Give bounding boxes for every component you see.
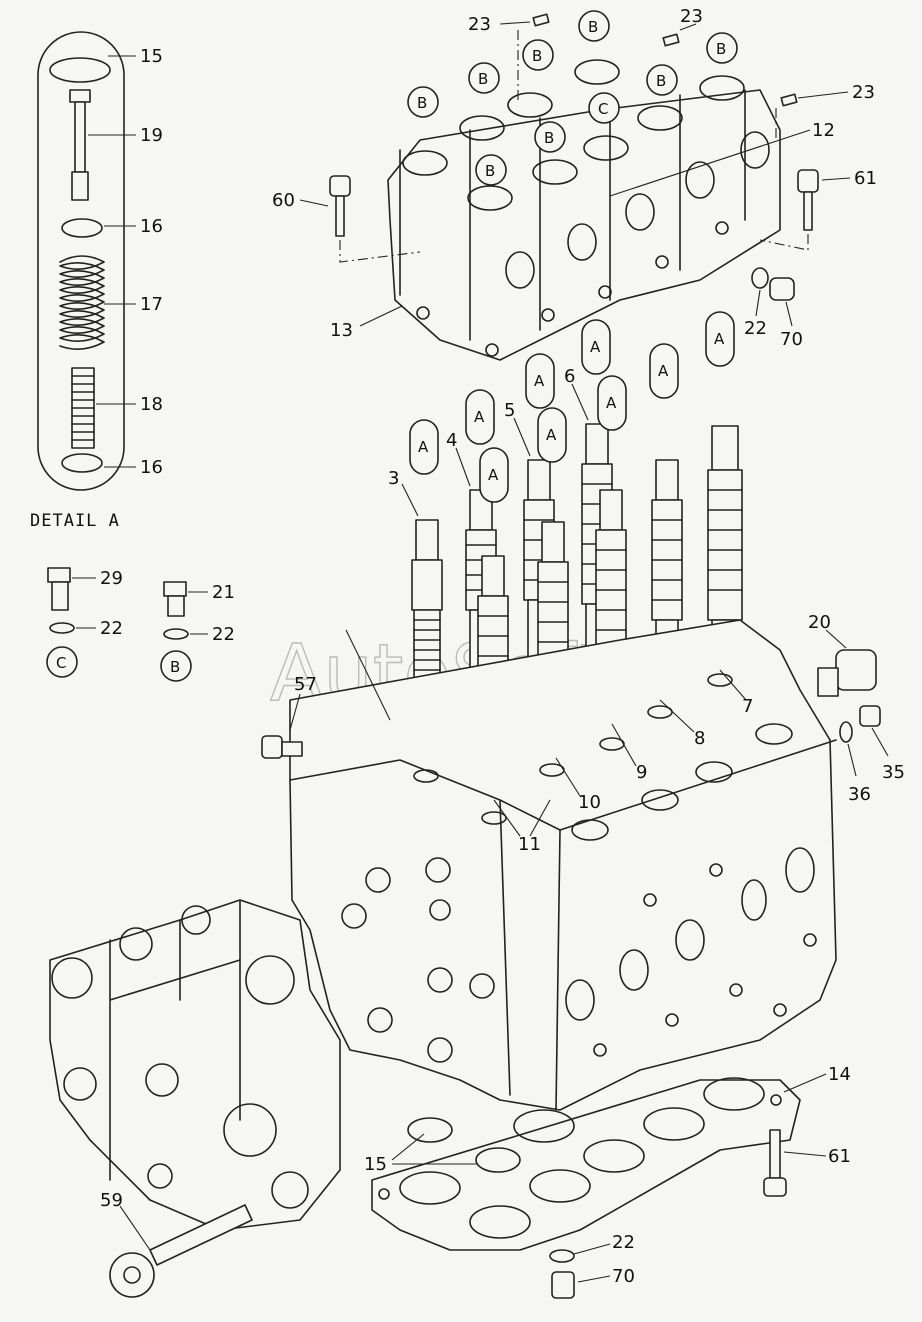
top-callouts: B B B B B B C B B	[407, 10, 738, 186]
callout-b-3: B	[532, 47, 542, 65]
label-5: 5	[504, 400, 515, 421]
detail-a-caption: DETAIL A	[30, 511, 120, 531]
label-20: 20	[808, 612, 831, 633]
plug-70-bottom: 22 70	[549, 1232, 635, 1299]
bolt-59: 59	[100, 1190, 253, 1298]
label-7: 7	[742, 696, 753, 717]
detail-a-group: 15 19 16 17 18 16 DETAIL A	[30, 31, 163, 531]
a-callouts: A A A A A A A A A	[409, 311, 735, 503]
label-17: 17	[140, 294, 163, 315]
callout-b-7: B	[656, 72, 666, 90]
callout-b-1: B	[417, 94, 427, 112]
label-70-right: 70	[780, 329, 803, 350]
side-block	[49, 899, 341, 1231]
label-57: 57	[294, 674, 317, 695]
spring-seat-16-bottom	[61, 453, 103, 473]
plug-70-right: 22 70	[744, 267, 803, 350]
label-59: 59	[100, 1190, 123, 1211]
callout-a-6: A	[590, 338, 601, 356]
relief-valve-20: 20 36 35	[808, 612, 905, 805]
label-8: 8	[694, 728, 705, 749]
label-18: 18	[140, 394, 163, 415]
label-23-c: 23	[852, 82, 875, 103]
label-11: 11	[518, 834, 541, 855]
callout-b-5: B	[544, 129, 554, 147]
label-29: 29	[100, 568, 123, 589]
screws-23: 23 23 23	[468, 6, 875, 140]
label-10: 10	[578, 792, 601, 813]
label-15-detail: 15	[140, 46, 163, 67]
label-35: 35	[882, 762, 905, 783]
detail-a-frame	[37, 31, 125, 491]
bolt-61-bottom: 61	[763, 1129, 851, 1197]
spring-17	[59, 255, 105, 350]
label-13: 13	[330, 320, 353, 341]
label-12: 12	[812, 120, 835, 141]
label-19: 19	[140, 125, 163, 146]
callout-a-9: A	[714, 330, 725, 348]
callout-a-8: A	[658, 362, 669, 380]
label-15-bottom: 15	[364, 1154, 387, 1175]
label-22-c: 22	[100, 618, 123, 639]
callout-a-7: A	[606, 394, 617, 412]
label-6: 6	[564, 366, 575, 387]
callout-a-5: A	[546, 426, 557, 444]
bolt-60: 60	[272, 175, 421, 263]
label-70-bottom: 70	[612, 1266, 635, 1287]
label-16-top: 16	[140, 216, 163, 237]
label-16-bottom: 16	[140, 457, 163, 478]
main-valve-body	[289, 619, 837, 1111]
label-4: 4	[446, 430, 457, 451]
label-23-b: 23	[680, 6, 703, 27]
callout-b-2: B	[478, 70, 488, 88]
o-ring-15	[49, 57, 111, 83]
callout-a-3: A	[488, 466, 499, 484]
fitting-57: 57	[261, 674, 317, 759]
label-3: 3	[388, 468, 399, 489]
bolt-61-top: 61	[759, 168, 877, 251]
label-61-bottom: 61	[828, 1146, 851, 1167]
plug-29-group: C 29 22	[46, 567, 123, 678]
callout-b-plug: B	[170, 658, 180, 676]
label-14: 14	[828, 1064, 851, 1085]
callout-a-2: A	[474, 408, 485, 426]
callout-c-1: C	[598, 100, 608, 118]
label-22-bottom: 22	[612, 1232, 635, 1253]
label-22-b: 22	[212, 624, 235, 645]
label-21: 21	[212, 582, 235, 603]
label-9: 9	[636, 762, 647, 783]
label-36: 36	[848, 784, 871, 805]
callout-b-4: B	[588, 18, 598, 36]
label-60: 60	[272, 190, 295, 211]
label-61-top: 61	[854, 168, 877, 189]
lower-cover-14: 14 15	[364, 1064, 851, 1251]
spring-18	[71, 367, 95, 449]
label-22-right: 22	[744, 318, 767, 339]
callout-b-6: B	[485, 162, 495, 180]
label-23-a: 23	[468, 14, 491, 35]
callout-b-8: B	[716, 40, 726, 58]
spring-seat-16-top	[61, 218, 103, 238]
plug-21-group: B 21 22	[160, 581, 235, 682]
callout-c-plug: C	[56, 654, 66, 672]
poppet-19	[69, 89, 91, 201]
callout-a-4: A	[534, 372, 545, 390]
callout-a-1: A	[418, 438, 429, 456]
